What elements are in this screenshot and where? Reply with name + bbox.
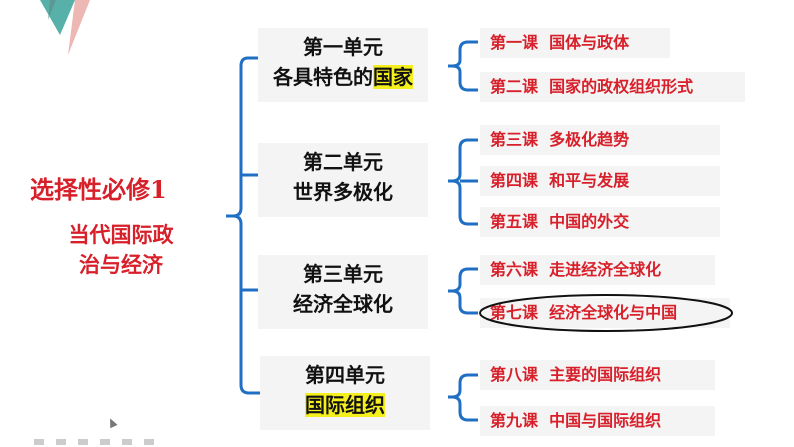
lesson-5: 第五课 中国的外交 — [480, 207, 720, 237]
unit-4-highlight: 国际组织 — [305, 393, 385, 417]
lesson-3: 第三课 多极化趋势 — [480, 125, 720, 155]
toolbar-more-icon[interactable] — [144, 439, 154, 445]
toolbar-back-icon[interactable] — [34, 439, 44, 445]
toolbar-zoom-icon[interactable] — [122, 439, 132, 445]
unit-1-highlight: 国家 — [373, 65, 413, 89]
unit-4-title: 第四单元 — [260, 360, 430, 390]
lesson-8: 第八课 主要的国际组织 — [480, 360, 715, 390]
toolbar-menu-icon[interactable] — [100, 439, 110, 445]
toolbar-forward-icon[interactable] — [56, 439, 66, 445]
unit-1-name: 各具特色的国家 — [258, 62, 428, 92]
unit-3-name: 经济全球化 — [258, 289, 428, 319]
toolbar-pen-icon[interactable] — [78, 439, 88, 445]
lesson-7-circle — [476, 292, 736, 336]
unit-4-box: 第四单元 国际组织 — [260, 356, 430, 430]
slideshow-toolbar — [0, 437, 794, 447]
unit-3-box: 第三单元 经济全球化 — [258, 255, 428, 329]
lesson-4: 第四课 和平与发展 — [480, 166, 720, 196]
lesson-9: 第九课 中国与国际组织 — [480, 406, 715, 436]
unit-3-title: 第三单元 — [258, 259, 428, 289]
lesson-1: 第一课 国体与政体 — [480, 28, 670, 58]
unit-1-box: 第一单元 各具特色的国家 — [258, 28, 428, 102]
lesson-6: 第六课 走进经济全球化 — [480, 255, 715, 285]
unit-2-name: 世界多极化 — [258, 177, 428, 207]
lesson-2: 第二课 国家的政权组织形式 — [480, 72, 745, 102]
unit-1-title: 第一单元 — [258, 32, 428, 62]
unit-4-name: 国际组织 — [260, 390, 430, 420]
unit-2-box: 第二单元 世界多极化 — [258, 143, 428, 217]
unit-2-title: 第二单元 — [258, 147, 428, 177]
